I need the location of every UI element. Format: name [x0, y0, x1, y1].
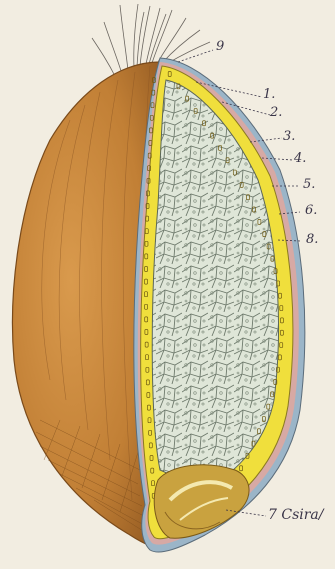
label-8: 8. [306, 233, 318, 246]
label-1: 1. [263, 88, 275, 101]
label-4: 4. [294, 152, 306, 165]
label-9: 9 [216, 40, 224, 53]
embryo [154, 465, 249, 538]
label-2: 2. [270, 106, 282, 119]
label-5: 5. [303, 178, 315, 191]
label-7-csira: 7 Csira/ [268, 508, 324, 522]
label-6: 6. [305, 204, 317, 217]
label-3: 3. [283, 130, 295, 143]
